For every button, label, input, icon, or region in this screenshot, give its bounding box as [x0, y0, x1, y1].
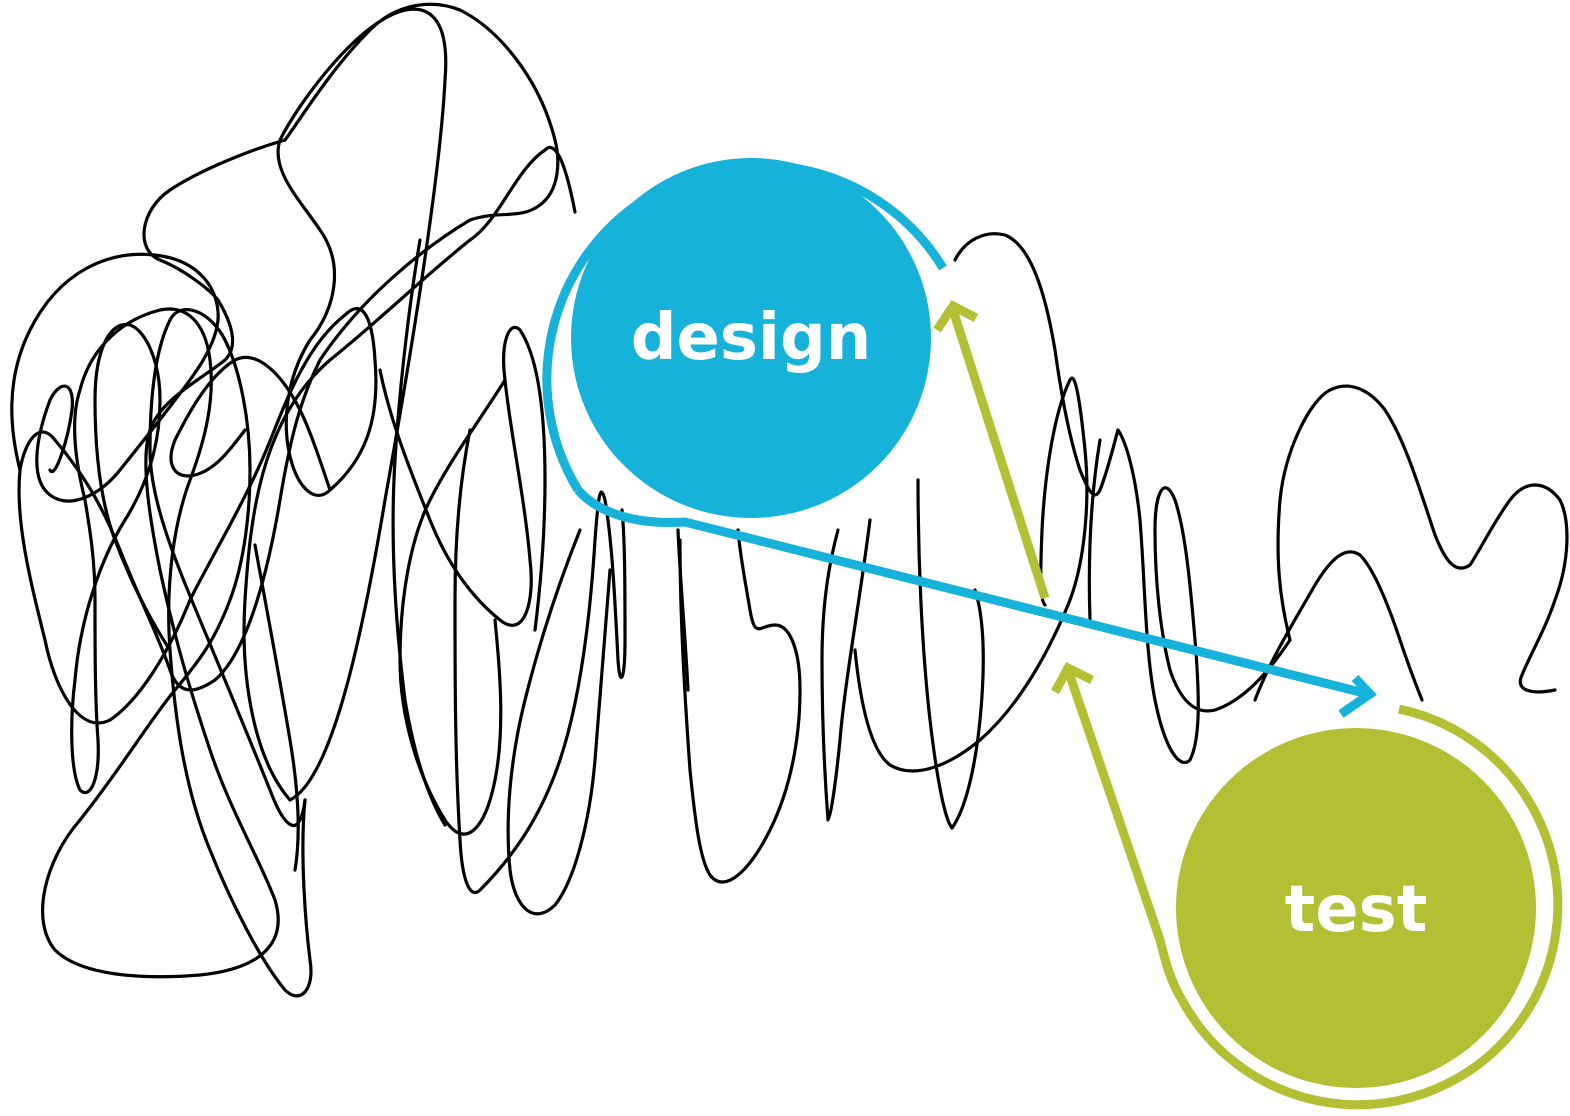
test-node-ring — [1178, 704, 1563, 1110]
test-node-circle — [1176, 728, 1536, 1088]
arrow-test-to-design — [933, 300, 1186, 1003]
test-node-label: test — [1285, 873, 1428, 947]
arrow-design-to-test — [574, 486, 1377, 718]
design-node-label: design — [631, 301, 872, 375]
design-node-circle — [571, 158, 931, 518]
test-node: test — [1176, 704, 1563, 1110]
design-node: design — [542, 158, 947, 518]
scribble-line — [10, 2, 1569, 998]
